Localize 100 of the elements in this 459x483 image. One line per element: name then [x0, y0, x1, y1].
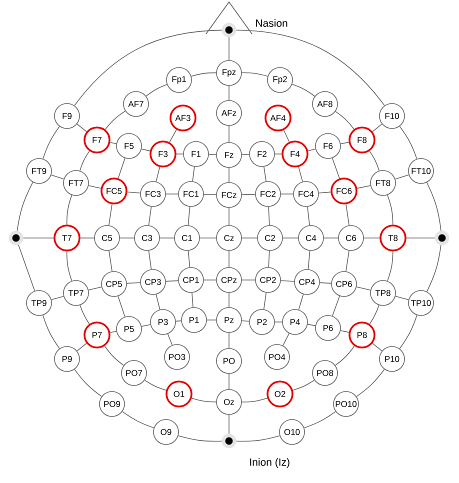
connector-line	[356, 286, 371, 290]
connector-line	[76, 124, 87, 132]
connector-line	[118, 158, 126, 179]
connector-line	[268, 206, 270, 226]
connector-line	[126, 282, 141, 284]
connector-line	[340, 330, 350, 333]
connector-line	[332, 296, 340, 316]
connector-line	[241, 320, 250, 322]
connector-line	[387, 251, 394, 282]
connector-line	[141, 324, 151, 327]
connector-line	[242, 72, 268, 77]
connector-line	[242, 398, 268, 402]
connector-line	[80, 150, 90, 172]
connector-line	[242, 194, 256, 196]
connector-line	[307, 206, 310, 226]
landmark-label: Nasion	[256, 19, 288, 27]
connector-line	[192, 292, 194, 308]
connector-line	[76, 342, 87, 352]
connector-line	[307, 324, 316, 326]
connector-line	[208, 154, 216, 156]
connector-line	[228, 208, 230, 226]
connector-line	[110, 330, 117, 333]
connector-line	[191, 398, 216, 402]
connector-line	[228, 250, 230, 268]
landmark-dot	[8, 230, 24, 246]
connector-line	[346, 204, 350, 226]
connector-line	[283, 130, 290, 142]
connector-line	[118, 296, 126, 318]
connector-line	[178, 435, 222, 442]
connector-line	[88, 286, 102, 290]
connector-line	[122, 411, 154, 428]
connector-line	[80, 304, 90, 324]
connector-line	[298, 166, 303, 182]
connector-line	[304, 411, 336, 428]
connector-line	[340, 142, 350, 144]
connector-line	[332, 158, 340, 179]
connector-line	[387, 194, 394, 225]
connector-line	[242, 154, 250, 156]
connector-line	[263, 292, 267, 310]
connector-line	[169, 129, 177, 143]
connector-line	[236, 435, 280, 442]
connector-line	[282, 333, 290, 346]
landmark-dot	[434, 230, 450, 246]
connector-line	[236, 30, 385, 106]
connector-line	[165, 280, 179, 282]
connector-line	[144, 380, 167, 391]
connector-line	[298, 294, 304, 310]
connector-line	[66, 194, 72, 225]
connector-line	[228, 374, 230, 390]
connector-line	[372, 124, 382, 132]
connector-line	[280, 280, 295, 282]
connector-line	[356, 368, 385, 397]
connector-line	[188, 250, 190, 268]
connector-line	[74, 369, 102, 397]
connector-line	[192, 166, 195, 182]
connector-line	[399, 126, 418, 160]
connector-line	[264, 166, 266, 182]
connector-line	[104, 110, 126, 130]
connector-line	[334, 346, 355, 366]
connector-line	[51, 296, 64, 300]
connector-line	[308, 148, 316, 152]
connector-line	[228, 126, 230, 142]
connector-line	[126, 192, 141, 194]
connector-line	[108, 204, 112, 226]
connector-line	[292, 84, 316, 97]
connector-line	[228, 168, 230, 182]
connector-line	[292, 380, 315, 391]
connector-line	[110, 142, 117, 144]
connector-line	[66, 251, 72, 282]
connector-line	[356, 185, 371, 189]
connector-line	[88, 185, 102, 189]
connector-line	[42, 314, 60, 349]
connector-line	[228, 414, 230, 434]
connector-line	[16, 182, 34, 232]
connector-line	[308, 250, 310, 270]
connector-line	[268, 250, 270, 268]
connector-line	[372, 342, 382, 352]
connector-line	[426, 244, 442, 292]
connector-line	[104, 346, 124, 366]
connector-line	[318, 192, 332, 194]
connector-line	[156, 294, 160, 310]
connector-line	[175, 320, 182, 322]
connector-line	[335, 111, 354, 130]
connector-line	[395, 296, 409, 300]
connector-line	[204, 194, 216, 196]
landmark-label: Inion (Iz)	[250, 458, 290, 468]
connector-line	[426, 182, 442, 232]
connector-line	[228, 292, 230, 308]
connector-line	[50, 174, 64, 180]
connector-line	[228, 36, 230, 60]
connector-line	[190, 72, 216, 77]
connector-line	[394, 174, 410, 180]
connector-line	[18, 244, 36, 292]
connector-line	[74, 30, 222, 106]
connector-line	[148, 250, 152, 270]
connector-line	[141, 148, 150, 152]
connector-line	[228, 332, 230, 348]
connector-line	[42, 126, 60, 160]
connector-line	[148, 206, 152, 226]
connector-line	[108, 250, 112, 272]
